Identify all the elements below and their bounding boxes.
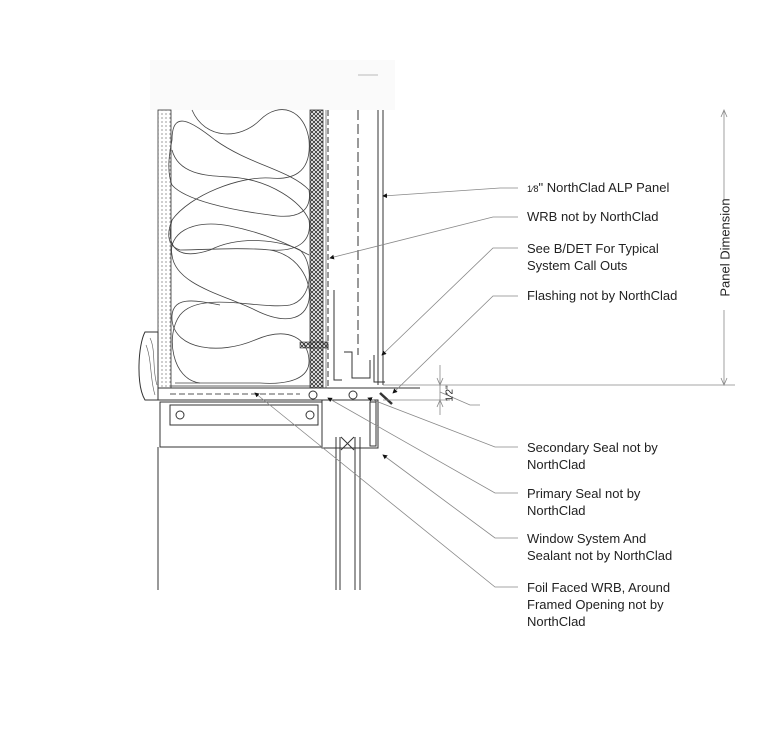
gypsum-board bbox=[157, 109, 172, 389]
panel-dimension-label: Panel Dimension bbox=[717, 198, 733, 297]
callout-line: Sealant not by NorthClad bbox=[527, 548, 673, 563]
callout-line: Window System And bbox=[527, 531, 647, 546]
callout-primary-seal: Primary Seal not by NorthClad bbox=[527, 485, 640, 519]
callout-line: NorthClad bbox=[527, 503, 586, 518]
callout-flashing: Flashing not by NorthClad bbox=[527, 288, 678, 303]
callout-line: System Call Outs bbox=[527, 258, 628, 273]
callout-line: NorthClad bbox=[527, 614, 586, 629]
wood-blocking bbox=[138, 331, 159, 401]
callout-text: " NorthClad ALP Panel bbox=[538, 180, 670, 195]
callout-line: Framed Opening not by bbox=[527, 597, 664, 612]
fraction-label: 1⁄8 bbox=[527, 184, 539, 194]
callout-wrb: WRB not by NorthClad bbox=[527, 209, 659, 224]
callout-line: Foil Faced WRB, Around bbox=[527, 580, 671, 595]
callout-line: Primary Seal not by bbox=[527, 486, 641, 501]
top-fade bbox=[150, 60, 395, 110]
callout-line: Secondary Seal not by bbox=[527, 440, 658, 455]
callout-alp-panel: 1⁄8" NorthClad ALP Panel bbox=[527, 179, 669, 198]
batt-insulation bbox=[168, 109, 310, 387]
callout-secondary-seal: Secondary Seal not by NorthClad bbox=[527, 439, 658, 473]
gap-dimension-label: 1⁄2" bbox=[444, 385, 456, 402]
callout-line: See B/DET For Typical bbox=[527, 241, 659, 256]
window-frame bbox=[321, 399, 379, 449]
callout-line: NorthClad bbox=[527, 457, 586, 472]
